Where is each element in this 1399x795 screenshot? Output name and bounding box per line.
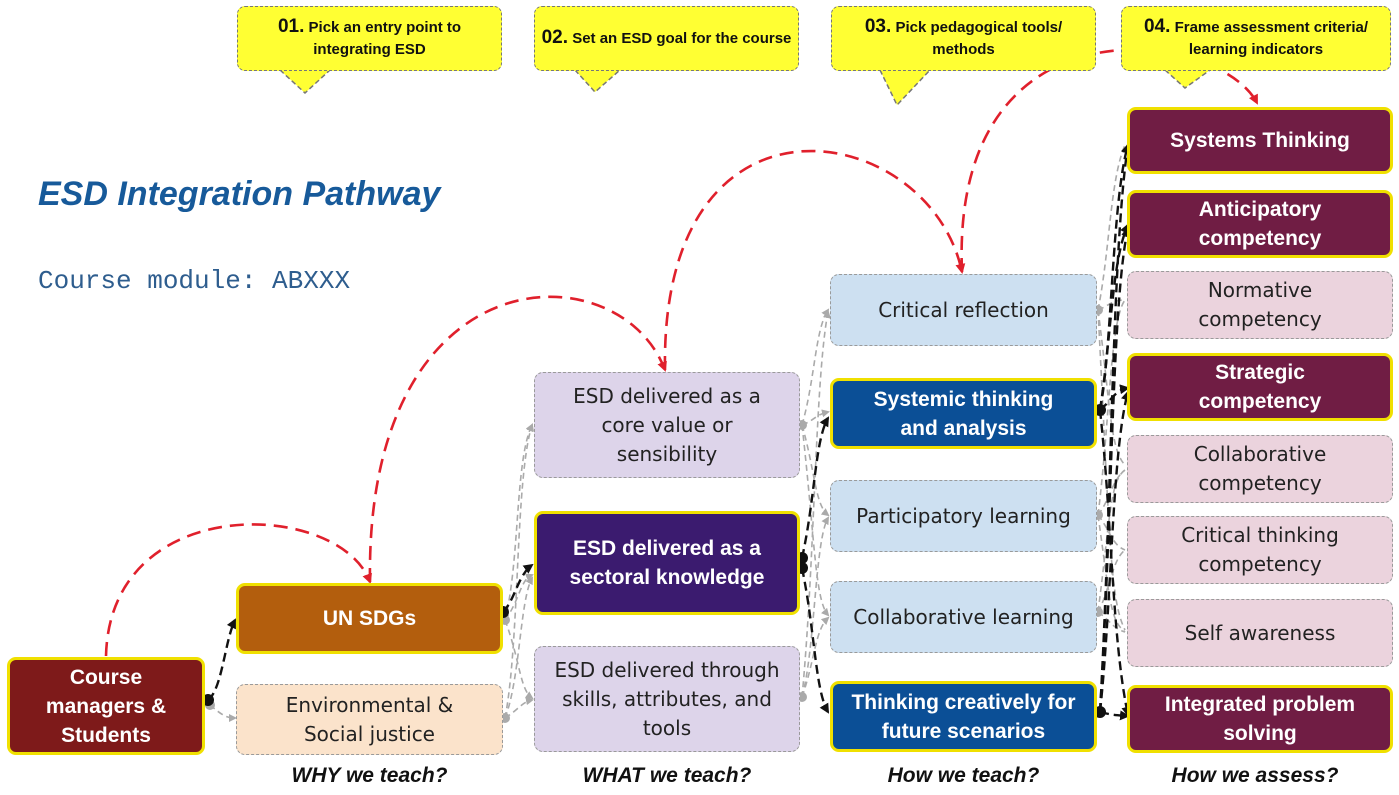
black-path-connectors: [207, 143, 1132, 721]
sectoral-knowledge-node: ESD delivered as a sectoral knowledge: [534, 511, 800, 615]
what-we-teach-label: WHAT we teach?: [582, 764, 752, 787]
how-we-assess-label: How we assess?: [1171, 764, 1339, 787]
self-awareness-node: Self awareness: [1127, 599, 1393, 667]
anticipatory-competency-node: Anticipatory competency: [1127, 190, 1393, 258]
skills-tools-node: ESD delivered through skills, attributes…: [534, 646, 800, 752]
core-value-node: ESD delivered as a core value or sensibi…: [534, 372, 800, 478]
collaborative-competency-node: Collaborative competency: [1127, 435, 1393, 503]
page-title: ESD Integration Pathway: [38, 175, 441, 213]
environmental-justice-node: Environmental & Social justice: [236, 684, 503, 755]
course-module-label: Course module: ABXXX: [38, 266, 351, 296]
thinking-creatively-node: Thinking creatively for future scenarios: [830, 681, 1097, 752]
un-sdgs-node: UN SDGs: [236, 583, 503, 654]
systems-thinking-node: Systems Thinking: [1127, 107, 1393, 174]
why-we-teach-label: WHY we teach?: [291, 764, 448, 787]
step-1-number: 01.: [277, 16, 305, 37]
step-2-number: 02.: [541, 27, 569, 48]
step-3-number: 03.: [864, 16, 892, 37]
step-1-callout: 01. Pick an entry point to integrating E…: [237, 6, 502, 71]
step-4-text: Frame assessment criteria/ learning indi…: [1174, 19, 1369, 58]
callout-tails: [279, 69, 1211, 107]
integrated-problem-solving-node: Integrated problem solving: [1127, 685, 1393, 753]
how-we-teach-label: How we teach?: [887, 764, 1040, 787]
collaborative-learning-node: Collaborative learning: [830, 581, 1097, 653]
step-3-text: Pick pedagogical tools/ methods: [895, 19, 1063, 58]
step-1-text: Pick an entry point to integrating ESD: [308, 19, 462, 58]
critical-thinking-competency-node: Critical thinking competency: [1127, 516, 1393, 584]
critical-reflection-node: Critical reflection: [830, 274, 1097, 346]
participatory-learning-node: Participatory learning: [830, 480, 1097, 552]
step-4-callout: 04. Frame assessment criteria/ learning …: [1121, 6, 1391, 71]
step-2-text: Set an ESD goal for the course: [572, 30, 792, 47]
step-3-callout: 03. Pick pedagogical tools/ methods: [831, 6, 1096, 71]
normative-competency-node: Normative competency: [1127, 271, 1393, 339]
step-2-callout: 02. Set an ESD goal for the course: [534, 6, 799, 71]
step-4-number: 04.: [1143, 16, 1171, 37]
systemic-thinking-node: Systemic thinking and analysis: [830, 378, 1097, 449]
strategic-competency-node: Strategic competency: [1127, 353, 1393, 421]
course-managers-node: Course managers & Students: [7, 657, 205, 755]
